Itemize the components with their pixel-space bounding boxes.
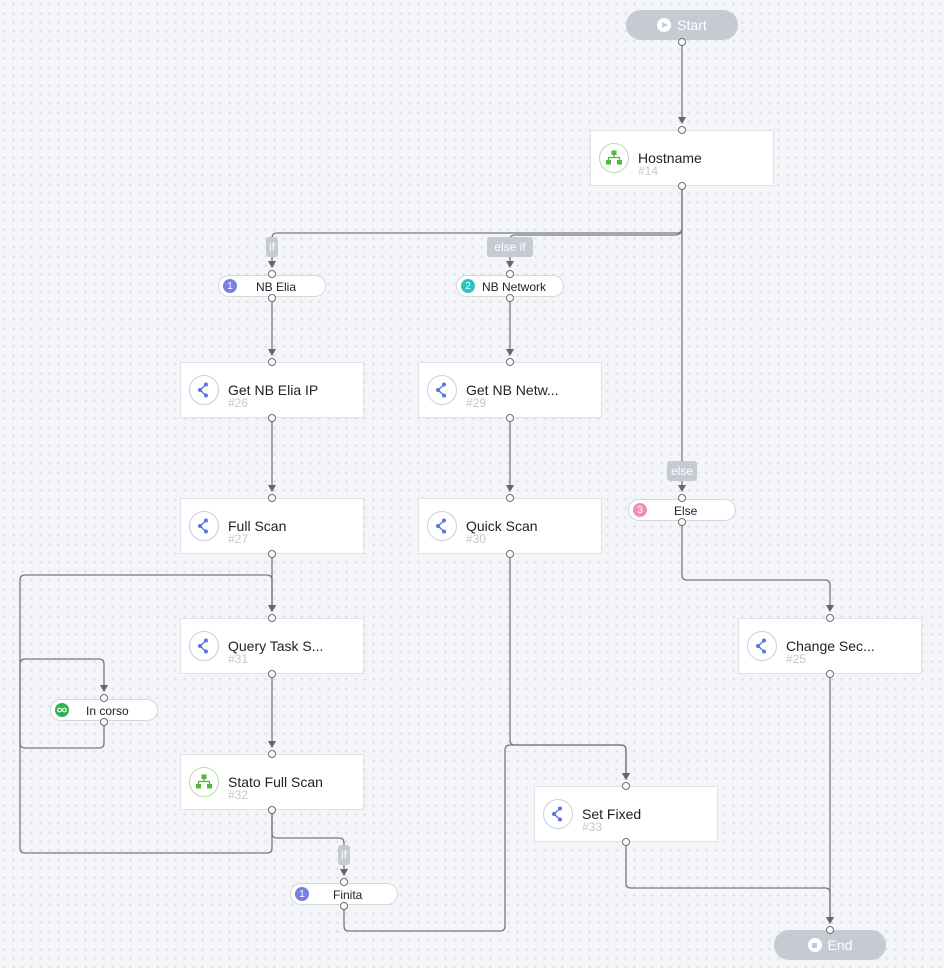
port-else-in[interactable] xyxy=(678,494,686,502)
condition-if[interactable]: if xyxy=(338,845,350,865)
hierarchy-icon xyxy=(189,767,219,797)
branch-number: 1 xyxy=(223,279,237,293)
node-id: #26 xyxy=(228,396,249,410)
action-icon xyxy=(189,631,219,661)
port-stato-out[interactable] xyxy=(268,806,276,814)
node-query-task[interactable]: Query Task S... #31 xyxy=(180,618,364,674)
node-title: Set Fixed xyxy=(582,806,642,822)
condition-else[interactable]: else xyxy=(667,461,697,481)
port-in-corso-in[interactable] xyxy=(100,694,108,702)
play-icon xyxy=(657,18,672,32)
port-nb-network-in[interactable] xyxy=(506,270,514,278)
port-change-sec-out[interactable] xyxy=(826,670,834,678)
port-nb-elia-out[interactable] xyxy=(268,294,276,302)
node-full-scan[interactable]: Full Scan #27 xyxy=(180,498,364,554)
port-end-in[interactable] xyxy=(826,926,834,934)
start-node[interactable]: Start xyxy=(626,10,738,40)
port-full-scan-out[interactable] xyxy=(268,550,276,558)
port-quick-scan-out[interactable] xyxy=(506,550,514,558)
port-get-nb-network-out[interactable] xyxy=(506,414,514,422)
node-id: #27 xyxy=(228,532,249,546)
port-nb-network-out[interactable] xyxy=(506,294,514,302)
branch-label: Finita xyxy=(333,888,363,902)
port-start-out[interactable] xyxy=(678,38,686,46)
branch-number: 2 xyxy=(461,279,475,293)
port-quick-scan-in[interactable] xyxy=(506,494,514,502)
port-else-out[interactable] xyxy=(678,518,686,526)
port-full-scan-in[interactable] xyxy=(268,494,276,502)
port-set-fixed-in[interactable] xyxy=(622,782,630,790)
node-id: #30 xyxy=(466,532,487,546)
branch-label: NB Elia xyxy=(256,280,297,294)
port-query-task-in[interactable] xyxy=(268,614,276,622)
node-title: Stato Full Scan xyxy=(228,774,323,790)
node-id: #29 xyxy=(466,396,487,410)
hierarchy-icon xyxy=(599,143,629,173)
port-set-fixed-out[interactable] xyxy=(622,838,630,846)
start-label: Start xyxy=(677,17,707,33)
port-change-sec-in[interactable] xyxy=(826,614,834,622)
node-hostname[interactable]: Hostname #14 xyxy=(590,130,774,186)
port-hostname-in[interactable] xyxy=(678,126,686,134)
port-nb-elia-in[interactable] xyxy=(268,270,276,278)
port-get-nb-network-in[interactable] xyxy=(506,358,514,366)
condition-if[interactable]: if xyxy=(266,237,278,257)
action-icon xyxy=(427,511,457,541)
port-get-nb-elia-in[interactable] xyxy=(268,358,276,366)
branch-in-corso[interactable]: In corso xyxy=(50,699,158,721)
node-title: Hostname xyxy=(638,150,702,166)
node-id: #31 xyxy=(228,652,249,666)
node-stato-full-scan[interactable]: Stato Full Scan #32 xyxy=(180,754,364,810)
stop-icon xyxy=(807,938,822,952)
branch-number: 1 xyxy=(295,887,309,901)
end-label: End xyxy=(827,937,853,953)
node-change-sec[interactable]: Change Sec... #25 xyxy=(738,618,922,674)
action-icon xyxy=(427,375,457,405)
node-title: Query Task S... xyxy=(228,638,324,654)
node-title: Quick Scan xyxy=(466,518,538,534)
action-icon xyxy=(189,375,219,405)
node-id: #32 xyxy=(228,788,249,802)
port-finita-in[interactable] xyxy=(340,878,348,886)
condition-else-if[interactable]: else if xyxy=(487,237,533,257)
port-stato-in[interactable] xyxy=(268,750,276,758)
node-get-nb-network[interactable]: Get NB Netw... #29 xyxy=(418,362,602,418)
action-icon xyxy=(747,631,777,661)
node-get-nb-elia-ip[interactable]: Get NB Elia IP #26 xyxy=(180,362,364,418)
node-quick-scan[interactable]: Quick Scan #30 xyxy=(418,498,602,554)
port-finita-out[interactable] xyxy=(340,902,348,910)
branch-number: 3 xyxy=(633,503,647,517)
node-title: Get NB Elia IP xyxy=(228,382,319,398)
port-hostname-out[interactable] xyxy=(678,182,686,190)
branch-label: In corso xyxy=(86,704,129,718)
node-title: Get NB Netw... xyxy=(466,382,559,398)
node-id: #25 xyxy=(786,652,807,666)
port-get-nb-elia-out[interactable] xyxy=(268,414,276,422)
action-icon xyxy=(543,799,573,829)
action-icon xyxy=(189,511,219,541)
node-id: #14 xyxy=(638,164,659,178)
node-title: Change Sec... xyxy=(786,638,875,654)
port-in-corso-out[interactable] xyxy=(100,718,108,726)
node-set-fixed[interactable]: Set Fixed #33 xyxy=(534,786,718,842)
loop-icon xyxy=(55,703,69,717)
node-title: Full Scan xyxy=(228,518,287,534)
end-node[interactable]: End xyxy=(774,930,886,960)
branch-label: NB Network xyxy=(482,280,547,294)
node-id: #33 xyxy=(582,820,603,834)
branch-label: Else xyxy=(674,504,698,518)
port-query-task-out[interactable] xyxy=(268,670,276,678)
